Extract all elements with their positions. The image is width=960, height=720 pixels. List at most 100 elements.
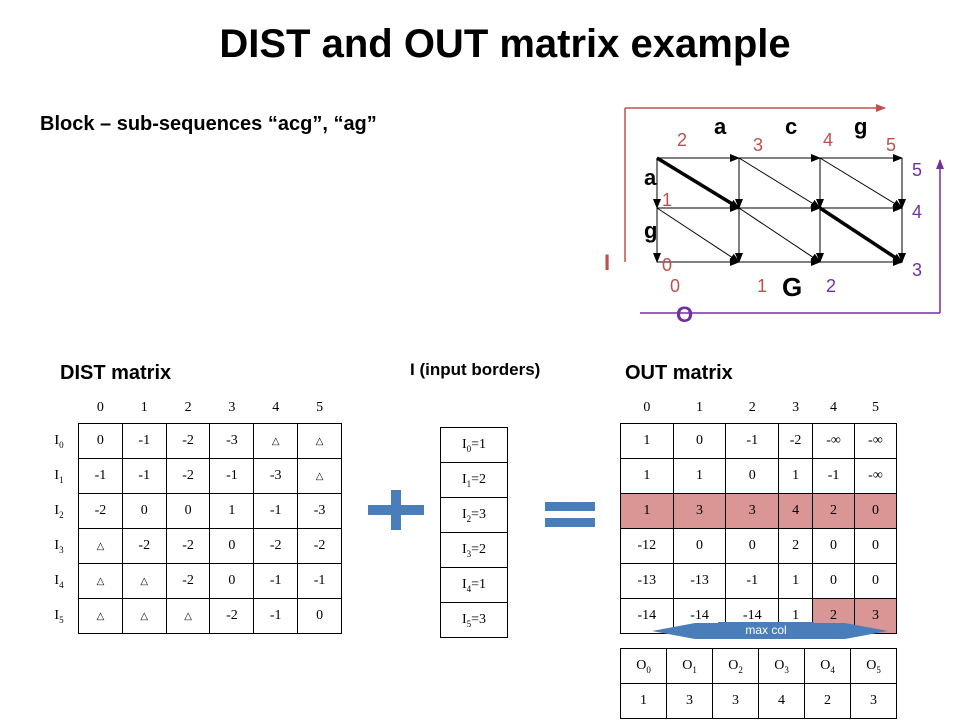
table-row: I3=2 <box>440 532 508 568</box>
dist-cell: △ <box>121 598 167 634</box>
output-header-cell-sub: 1 <box>692 664 697 675</box>
equals-icon <box>545 502 595 527</box>
output-header-cell: O2 <box>712 648 759 684</box>
dist-cell: -2 <box>78 493 123 529</box>
dist-row-label-sub: 3 <box>59 544 64 555</box>
dist-cell: -1 <box>121 458 167 494</box>
sequence-left-letter: a <box>644 165 657 190</box>
input-index-top: 5 <box>886 135 897 155</box>
dist-cell: -1 <box>78 458 123 494</box>
page-title: DIST and OUT matrix example <box>219 22 791 66</box>
input-border-label-sub: 4 <box>466 583 472 594</box>
output-header-cell-text: O <box>866 657 877 673</box>
dist-cell: △ <box>78 563 123 599</box>
out-cell: -1 <box>812 458 855 494</box>
input-border-value: =3 <box>471 506 487 522</box>
block-subtitle: Block – sub-sequences “acg”, “ag” <box>40 113 377 135</box>
out-cell: 0 <box>672 528 727 564</box>
dist-matrix-title: DIST matrix <box>60 362 172 384</box>
out-cell: -12 <box>620 528 674 564</box>
out-cell: -13 <box>672 563 727 599</box>
out-cell: 1 <box>620 493 674 529</box>
dist-row-label-text: I <box>54 537 60 553</box>
sequence-top-letter: g <box>854 114 868 139</box>
out-cell: 0 <box>672 423 727 459</box>
input-index-left: 1 <box>662 190 673 210</box>
dist-row-label-sub: 4 <box>59 579 64 590</box>
input-border-label: I <box>604 250 611 275</box>
out-column-header: 5 <box>872 400 879 415</box>
dist-row-label-text: I <box>54 502 60 518</box>
out-cell: 2 <box>778 528 814 564</box>
out-cell: 2 <box>812 493 855 529</box>
output-header-cell-sub: 2 <box>738 664 743 675</box>
dist-cell: -2 <box>165 528 211 564</box>
dist-cell: 0 <box>209 563 255 599</box>
dist-cell: -2 <box>165 563 211 599</box>
out-column-header: 0 <box>643 400 651 415</box>
dist-column-header: 0 <box>96 400 104 415</box>
dist-row-label-text: I <box>54 607 60 623</box>
output-header-cell: O0 <box>620 648 667 684</box>
input-border-label-text: I <box>461 611 467 627</box>
input-border-label-text: I <box>461 541 467 557</box>
output-index-right: 3 <box>912 260 923 280</box>
out-cell: 0 <box>725 458 780 494</box>
output-header-cell-sub: 4 <box>830 664 835 675</box>
dist-cell: -2 <box>121 528 167 564</box>
input-border-cell: I3=2 <box>440 532 508 568</box>
out-cell: 1 <box>672 458 727 494</box>
dist-column-header: 5 <box>316 400 324 415</box>
dist-corner <box>40 393 79 424</box>
output-index-bottom: 1 <box>757 276 768 296</box>
dist-cell: -1 <box>297 563 342 599</box>
dist-cell: -1 <box>121 423 167 459</box>
dist-cell: -3 <box>253 458 299 494</box>
out-cell: -14 <box>620 598 674 634</box>
dist-cell: △ <box>253 423 299 459</box>
input-border-cell: I5=3 <box>440 602 508 638</box>
dist-cell: △ <box>78 528 123 564</box>
output-header-cell-sub: 3 <box>784 664 789 675</box>
table-row: I2=3 <box>440 497 508 533</box>
out-cell: 3 <box>672 493 727 529</box>
dist-column-header: 4 <box>272 400 280 415</box>
output-header-cell-sub: 5 <box>876 664 881 675</box>
dist-cell: △ <box>121 563 167 599</box>
dist-cell: -2 <box>297 528 342 564</box>
input-border-value: =2 <box>471 471 487 487</box>
output-value-cell: 3 <box>666 683 713 719</box>
graph-center-label: G <box>782 272 803 302</box>
out-cell: 0 <box>854 528 897 564</box>
graph-edge-diagonal <box>819 157 903 209</box>
table-row: I4=1 <box>440 567 508 603</box>
graph-edge-diagonal <box>656 156 740 210</box>
output-header-cell: O5 <box>850 648 897 684</box>
dist-row-label-text: I <box>54 572 60 588</box>
dist-cell: 0 <box>297 598 342 634</box>
graph-edge-diagonal <box>656 207 740 263</box>
output-value-cell: 1 <box>620 683 667 719</box>
out-cell: 0 <box>812 528 855 564</box>
input-border-label-text: I <box>461 576 467 592</box>
input-index-top: 4 <box>823 130 834 150</box>
sequence-left-letter: g <box>644 218 658 243</box>
input-border-value: =2 <box>471 541 487 557</box>
input-borders-title: I (input borders) <box>410 360 541 379</box>
out-column-header: 2 <box>748 400 756 415</box>
dist-row-label: I2 <box>40 494 79 529</box>
sequence-top-letter: a <box>714 114 727 139</box>
output-border-label: O <box>676 302 694 327</box>
output-header-cell-text: O <box>820 657 831 673</box>
